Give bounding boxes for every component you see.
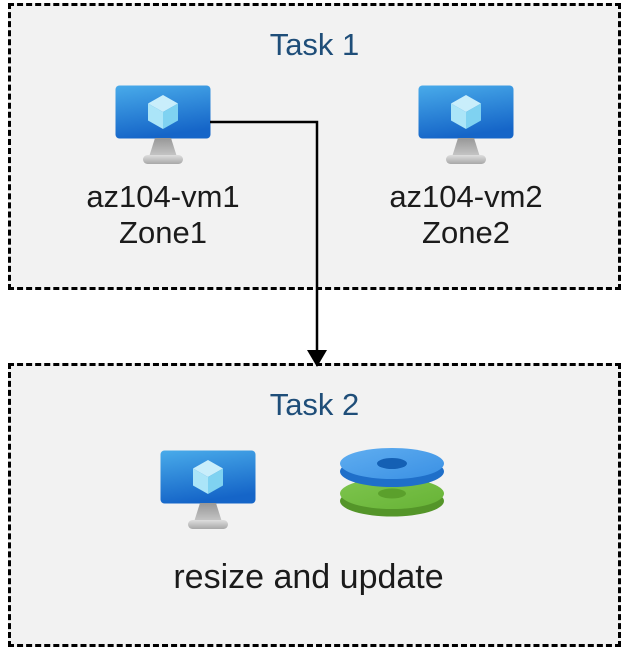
vm-unit-az104-vm2: az104-vm2 Zone2 xyxy=(366,85,566,251)
task1-box: Task 1 az104-vm1 Zone1 az104-vm2 Zone2 xyxy=(8,3,621,290)
vm-monitor-icon xyxy=(115,85,211,167)
vm-name-label: az104-vm2 xyxy=(389,179,543,214)
vm-zone-label: Zone1 xyxy=(119,215,207,250)
task2-caption: resize and update xyxy=(173,558,444,596)
stacked-disks-icon xyxy=(338,446,446,518)
vm-name-label: az104-vm1 xyxy=(86,179,240,214)
vm-unit-az104-vm1: az104-vm1 Zone1 xyxy=(63,85,263,251)
task2-title: Task 2 xyxy=(269,387,360,422)
vm-label: az104-vm2 Zone2 xyxy=(366,179,566,251)
task1-title: Task 1 xyxy=(269,27,360,62)
task2-box: Task 2 resize and update xyxy=(8,363,621,647)
vm-label: az104-vm1 Zone1 xyxy=(63,179,263,251)
vm-monitor-icon xyxy=(160,450,256,532)
vm-zone-label: Zone2 xyxy=(422,215,510,250)
vm-monitor-icon xyxy=(418,85,514,167)
